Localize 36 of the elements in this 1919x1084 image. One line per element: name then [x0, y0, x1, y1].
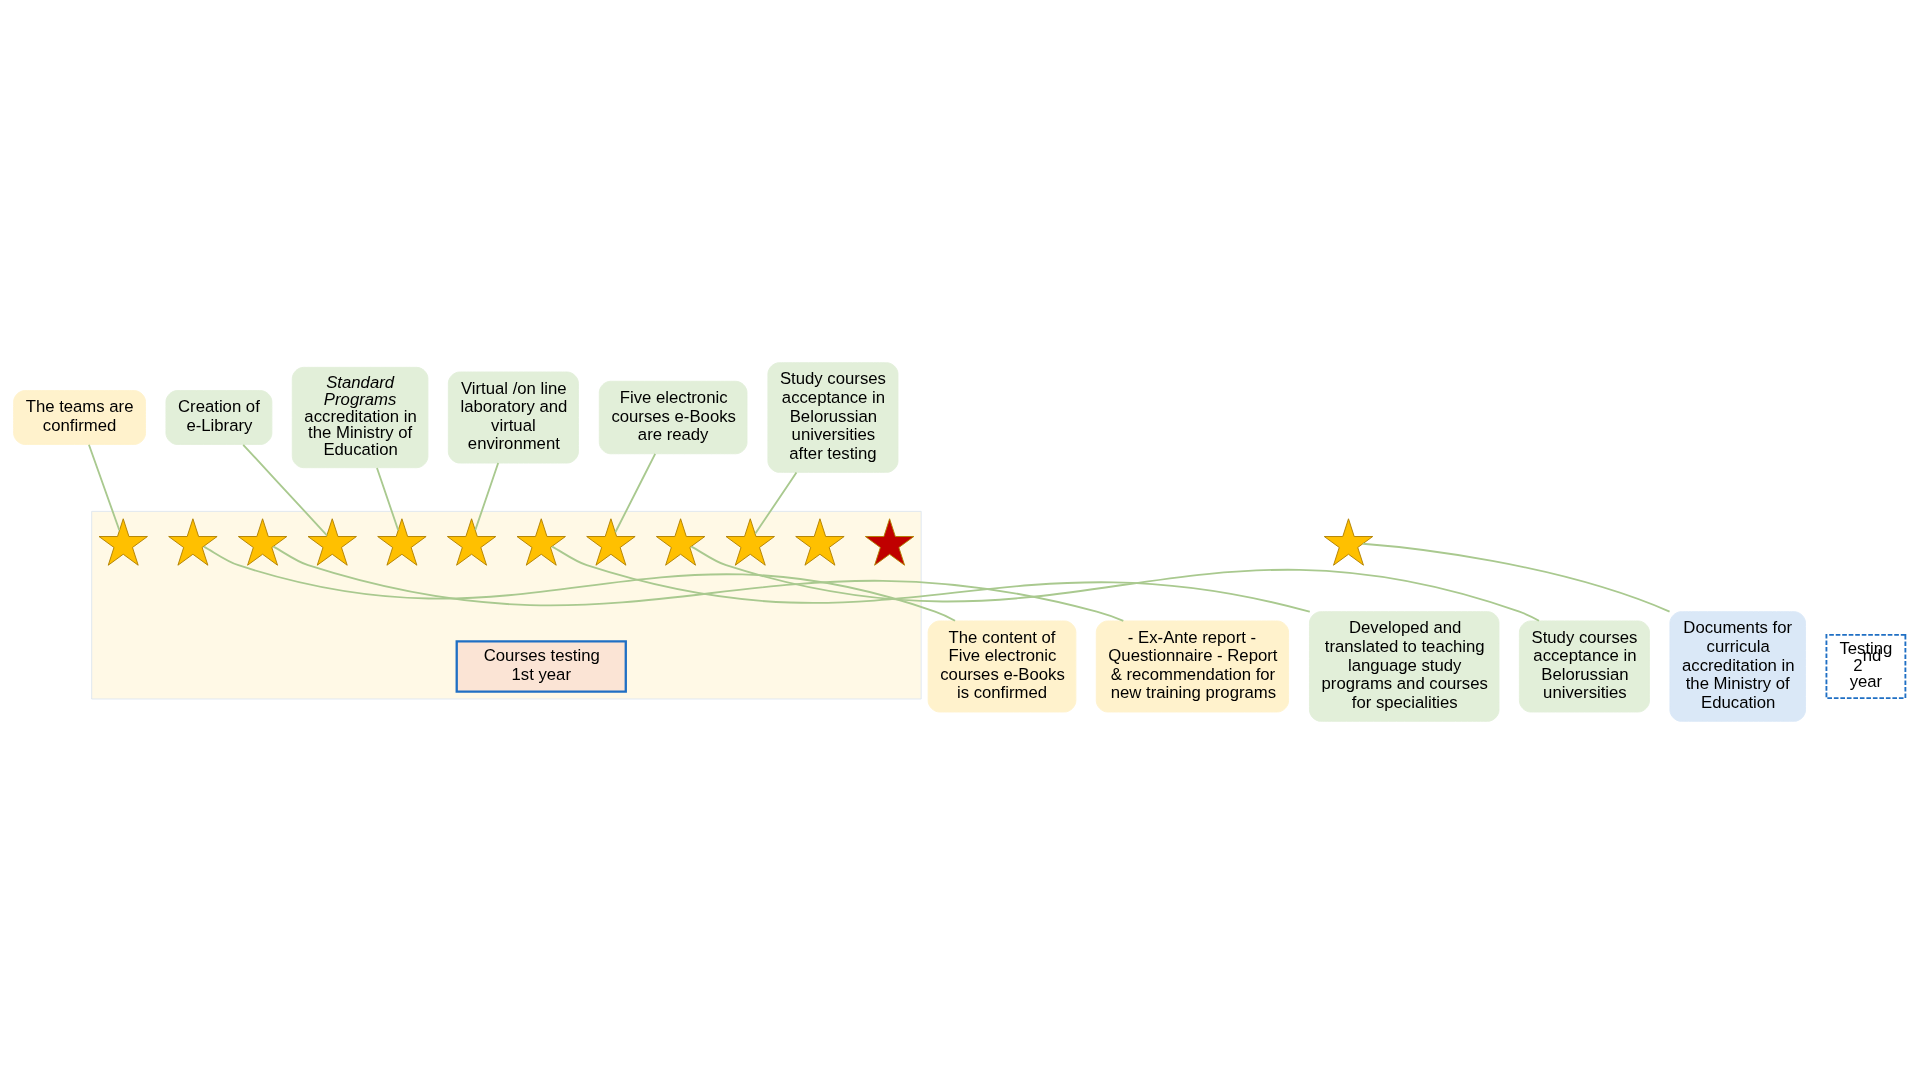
node-star: [307, 518, 357, 566]
node-star: [725, 518, 775, 566]
node-box: Standard Programs accreditation in the Ministry of Education: [291, 366, 429, 469]
node-star: [446, 518, 497, 566]
connector: [690, 545, 1540, 622]
node-star: [586, 518, 636, 566]
connector: [202, 545, 956, 622]
node-box: Five electronic courses e-Books are ready: [598, 380, 748, 455]
node-star: [516, 518, 566, 566]
connector: [754, 471, 798, 535]
node-star: [168, 518, 218, 566]
node-box: Creation of e-Library: [165, 390, 273, 445]
connector: [88, 443, 121, 532]
connector: [376, 467, 400, 531]
node-star: [795, 518, 845, 566]
node-box: Study courses acceptance in Belorussian universities after testing: [767, 362, 899, 473]
node-box: Documents for curricula accreditation in the Ministry of Education: [1669, 611, 1806, 722]
connector: [614, 453, 657, 534]
connector: [272, 545, 1125, 622]
node-box: Study courses acceptance in Belorussian universities: [1518, 620, 1650, 713]
node-box: Virtual /on line laboratory and virtual environment: [447, 371, 579, 464]
connector: [242, 443, 328, 537]
node-box: The content of Five electronic courses e-Books is confirmed: [927, 620, 1077, 713]
node-box: - Ex-Ante report - Questionnaire - Report & recommendation for new training programs: [1095, 620, 1290, 713]
node-star: [377, 518, 427, 566]
node-star: [98, 518, 148, 566]
connector: [474, 462, 500, 531]
node-box: Developed and translated to teaching language study programs and courses for specialities: [1309, 611, 1500, 722]
node-star: [1323, 518, 1374, 566]
node-box: Courses testing 1st year: [455, 640, 627, 693]
connector: [1362, 542, 1671, 613]
node-star: [864, 518, 915, 566]
node-box: The teams are confirmed: [13, 390, 146, 445]
node-star: [655, 518, 706, 566]
cluster: [91, 510, 922, 700]
node-star: [237, 518, 288, 566]
